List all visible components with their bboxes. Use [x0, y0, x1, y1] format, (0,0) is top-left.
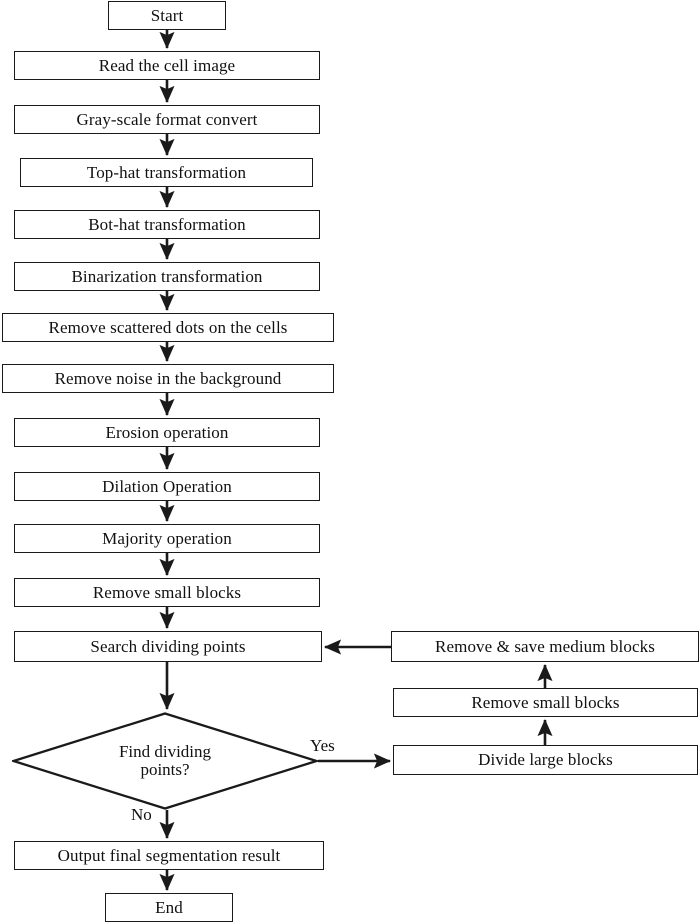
- decision-line-2: points?: [140, 760, 190, 779]
- node-divide-large-blocks-label: Divide large blocks: [478, 750, 613, 770]
- node-search-dividing-points[interactable]: Search dividing points: [14, 631, 322, 662]
- node-grayscale-convert-label: Gray-scale format convert: [76, 109, 258, 129]
- node-remove-noise-background[interactable]: Remove noise in the background: [2, 364, 334, 393]
- node-start[interactable]: Start: [108, 1, 226, 30]
- node-read-cell-image[interactable]: Read the cell image: [14, 51, 320, 80]
- node-grayscale-convert[interactable]: Gray-scale format convert: [14, 105, 320, 134]
- node-output-final-segmentation-result-label: Output final segmentation result: [57, 845, 281, 865]
- node-remove-noise-background-label: Remove noise in the background: [54, 368, 282, 388]
- node-remove-small-blocks-loop[interactable]: Remove small blocks: [393, 688, 698, 717]
- node-remove-scattered-dots[interactable]: Remove scattered dots on the cells: [2, 313, 334, 342]
- node-remove-scattered-dots-label: Remove scattered dots on the cells: [48, 317, 288, 337]
- node-majority-operation-label: Majority operation: [102, 528, 232, 548]
- edge-label-no: No: [131, 805, 152, 824]
- node-end[interactable]: End: [105, 893, 233, 922]
- node-remove-small-blocks-label: Remove small blocks: [92, 582, 242, 602]
- node-top-hat-transformation-label: Top-hat transformation: [86, 162, 247, 182]
- node-output-final-segmentation-result[interactable]: Output final segmentation result: [14, 841, 324, 870]
- node-bot-hat-transformation[interactable]: Bot-hat transformation: [14, 210, 320, 239]
- node-binarization-transformation-label: Binarization transformation: [71, 266, 263, 286]
- edge-label-yes: Yes: [310, 736, 335, 755]
- node-find-dividing-points-decision-label: Find dividing points?: [118, 741, 212, 780]
- node-dilation-operation[interactable]: Dilation Operation: [14, 472, 320, 501]
- node-erosion-operation[interactable]: Erosion operation: [14, 418, 320, 447]
- decision-line-1: Find dividing: [118, 741, 212, 761]
- node-start-label: Start: [150, 5, 184, 25]
- node-majority-operation[interactable]: Majority operation: [14, 524, 320, 553]
- node-bot-hat-transformation-label: Bot-hat transformation: [88, 214, 246, 234]
- node-read-cell-image-label: Read the cell image: [98, 55, 236, 75]
- node-search-dividing-points-label: Search dividing points: [90, 636, 246, 656]
- node-top-hat-transformation[interactable]: Top-hat transformation: [20, 158, 313, 187]
- node-remove-save-medium-blocks-label: Remove & save medium blocks: [435, 636, 655, 656]
- node-end-label: End: [155, 897, 183, 917]
- node-divide-large-blocks[interactable]: Divide large blocks: [393, 745, 698, 775]
- node-dilation-operation-label: Dilation Operation: [102, 476, 232, 496]
- node-remove-small-blocks[interactable]: Remove small blocks: [14, 578, 320, 607]
- node-remove-save-medium-blocks[interactable]: Remove & save medium blocks: [391, 631, 699, 662]
- node-remove-small-blocks-loop-label: Remove small blocks: [471, 692, 620, 712]
- node-erosion-operation-label: Erosion operation: [105, 422, 229, 442]
- node-binarization-transformation[interactable]: Binarization transformation: [14, 262, 320, 291]
- decision-diamond-shape: [12, 712, 318, 810]
- node-find-dividing-points-decision[interactable]: Find dividing points?: [12, 712, 318, 810]
